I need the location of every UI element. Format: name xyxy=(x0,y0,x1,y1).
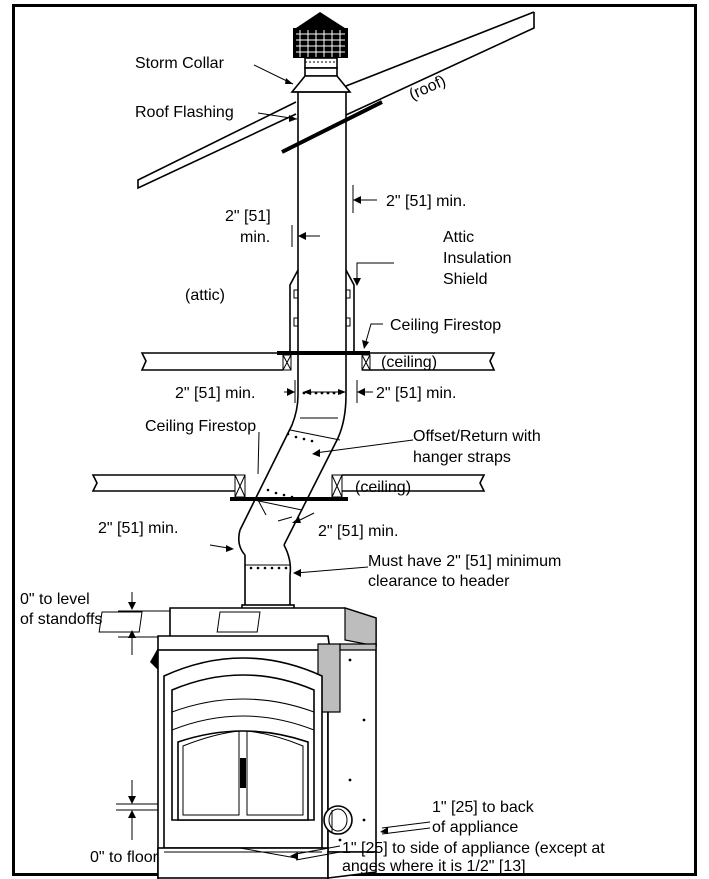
roof xyxy=(137,11,535,190)
label-ceiling-firestop-upper: Ceiling Firestop xyxy=(390,317,501,334)
storm-collar xyxy=(290,67,352,93)
label-floor: 0" to floor xyxy=(90,849,159,866)
lower-ceiling xyxy=(91,474,486,501)
label-back-clearance-1: 1" [25] to back xyxy=(432,799,535,816)
label-ceiling-lower: (ceiling) xyxy=(355,479,411,496)
label-clearance-lower-left: 2" [51] min. xyxy=(98,520,178,537)
label-clearance-top-left-2: min. xyxy=(240,229,270,246)
label-clearance-top-right: 2" [51] min. xyxy=(386,193,466,210)
air-intake-pipe xyxy=(323,805,353,835)
roof-flashing-plate xyxy=(281,100,383,154)
dimension-lines xyxy=(116,64,431,861)
wood-stove xyxy=(98,607,377,879)
upper-ceiling xyxy=(140,351,496,371)
label-side-clearance-1: 1" [25] to side of appliance (except at xyxy=(342,840,605,857)
attic-insulation-shield xyxy=(289,269,355,352)
label-clearance-ceiling-left: 2" [51] min. xyxy=(175,385,255,402)
label-back-clearance-2: of appliance xyxy=(432,819,518,836)
label-ceiling-firestop-lower: Ceiling Firestop xyxy=(145,418,256,435)
label-standoffs-1: 0" to level xyxy=(20,591,90,608)
label-offset-return-2: hanger straps xyxy=(413,449,511,466)
label-header-clearance-1: Must have 2" [51] minimum xyxy=(368,553,561,570)
stove-door xyxy=(177,730,309,821)
upper-chimney-pipe xyxy=(297,92,347,355)
label-clearance-top-left-1: 2" [51] xyxy=(225,208,271,225)
label-clearance-ceiling-right: 2" [51] min. xyxy=(376,385,456,402)
label-clearance-lower-mid: 2" [51] min. xyxy=(318,523,398,540)
label-storm-collar: Storm Collar xyxy=(135,55,225,72)
chimney-cap xyxy=(293,12,348,69)
label-attic-shield-2: Insulation xyxy=(443,250,512,267)
label-ceiling-upper: (ceiling) xyxy=(381,354,437,371)
label-offset-return-1: Offset/Return with xyxy=(413,428,541,445)
label-standoffs-2: of standoffs xyxy=(20,611,102,628)
annotation-labels: Storm Collar Roof Flashing (roof) 2" [51… xyxy=(20,55,605,875)
label-attic-shield-3: Shield xyxy=(443,271,487,288)
label-header-clearance-2: clearance to header xyxy=(368,573,510,590)
label-side-clearance-2: anges where it is 1/2" [13] xyxy=(342,858,526,875)
label-attic: (attic) xyxy=(185,287,225,304)
label-attic-shield-1: Attic xyxy=(443,229,474,246)
label-roof-flashing: Roof Flashing xyxy=(135,104,234,121)
